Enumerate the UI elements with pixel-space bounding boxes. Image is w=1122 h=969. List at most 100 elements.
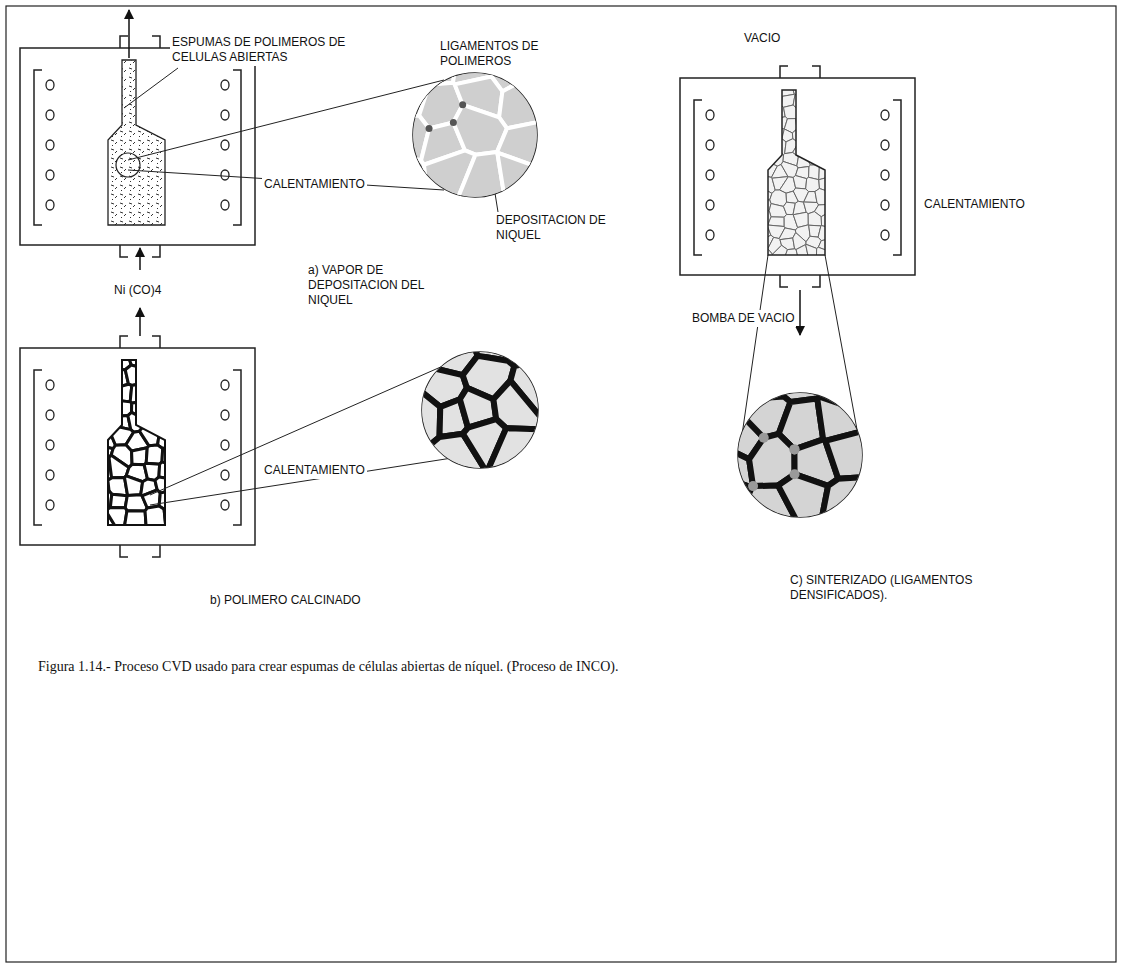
foam-cell [808, 212, 821, 226]
foam-cell [770, 347, 833, 402]
nickel-deposit [790, 469, 800, 479]
foam-cell [819, 117, 841, 137]
nickel-deposit [789, 444, 799, 454]
foam-cell [793, 176, 806, 189]
foam-cell [139, 342, 162, 367]
foam-cell [692, 347, 747, 422]
figure-caption: Figura 1.14.- Proceso CVD usado para cre… [38, 658, 1078, 676]
foam-cells-b [378, 308, 582, 512]
foam-cell [772, 245, 787, 270]
foam-cell [367, 116, 429, 161]
callout-label: DEPOSITACION DE NIQUEL [494, 212, 616, 244]
leader-lines [124, 68, 498, 212]
foam-cell [424, 150, 475, 243]
foam-cell [814, 92, 831, 108]
foam-cell [807, 76, 826, 95]
foam-cell [692, 466, 752, 563]
foam-cell [778, 474, 828, 555]
foam-cell [815, 475, 908, 563]
nickel-deposit [426, 81, 433, 88]
nickel-deposit [364, 24, 371, 31]
foam-cell [803, 107, 820, 120]
foam-cell [753, 246, 773, 270]
foam-cells-c [687, 342, 908, 568]
heating-label: CALENTAMIENTO [262, 462, 367, 479]
gas-label: Ni (CO)4 [112, 282, 163, 299]
foam-cell [144, 360, 162, 384]
nickel-deposit [364, 240, 371, 247]
foam-cell [89, 367, 111, 386]
foam-cell [89, 478, 109, 506]
foam-cell [816, 247, 841, 270]
foam-cell [772, 92, 783, 107]
foam-cell [753, 76, 774, 100]
nickel-deposit [759, 433, 769, 443]
foam-cell [89, 405, 113, 431]
foam-cell [159, 415, 185, 436]
nickel-deposit [828, 342, 838, 352]
foam-cell [805, 133, 822, 144]
pump-label: BOMBA DE VACIO [690, 310, 796, 327]
nickel-deposit [732, 342, 742, 352]
foam-cell [825, 423, 908, 479]
foam-cell [819, 76, 841, 99]
nickel-deposit [748, 481, 758, 491]
foam-cell [130, 383, 146, 404]
foam-cell [737, 347, 783, 399]
heating-label: CALENTAMIENTO [262, 176, 367, 193]
nickel-deposit [426, 125, 433, 132]
furnace-b [20, 308, 255, 557]
foam-cell [818, 153, 841, 168]
nickel-deposit [459, 101, 466, 108]
foam-cell [806, 244, 817, 270]
foam-cell [796, 116, 808, 132]
nickel-deposit [436, 240, 443, 247]
callout-label: ESPUMAS DE POLIMEROS DE CELULAS ABIERTAS [170, 34, 374, 66]
foam-cell [753, 129, 773, 143]
furnace-c [680, 66, 915, 335]
foam-cell [142, 412, 162, 428]
foam-cell [753, 95, 773, 108]
foam-cell [146, 445, 162, 464]
foam-cell [164, 502, 185, 544]
foam-cell [145, 384, 166, 404]
foam-cell [815, 189, 841, 205]
foam-cell [817, 142, 841, 156]
foam-cell [797, 103, 808, 117]
foam-cell [753, 183, 772, 200]
foam-cell [506, 308, 582, 366]
foam-cell [692, 432, 753, 488]
heating-label: CALENTAMIENTO [922, 196, 1027, 213]
callout-label: LIGAMENTOS DE POLIMEROS [438, 38, 560, 70]
foam-cell [367, 143, 433, 243]
leader-lines [150, 362, 452, 505]
foam-cell [123, 511, 148, 544]
foam-cell [89, 399, 115, 420]
foam-cell [753, 143, 775, 154]
foam-cell [89, 342, 113, 372]
foam-cell [818, 226, 841, 241]
vacuum-label: VACIO [742, 30, 782, 47]
foam-cell [789, 76, 807, 95]
foam-cell [753, 151, 771, 166]
foam-cell [818, 98, 841, 118]
foam-cell [753, 101, 771, 121]
foam-cell [753, 118, 774, 131]
outer-frame [6, 6, 1116, 962]
foam-cell [378, 391, 440, 444]
foam-cell [772, 139, 786, 155]
foam-cell [461, 308, 508, 361]
foam-cell [378, 417, 435, 512]
nickel-deposit [789, 444, 799, 454]
foam-cell [148, 400, 166, 419]
foam-cell [804, 92, 818, 107]
foam-cell [89, 384, 114, 405]
foam-cell [487, 428, 582, 512]
foam-cell [806, 118, 820, 134]
foam-cell [753, 174, 775, 194]
step-title: C) SINTERIZADO (LIGAMENTOS DENSIFICADOS)… [788, 572, 1002, 604]
foam-cell [367, 27, 425, 87]
nickel-deposit [687, 558, 697, 568]
